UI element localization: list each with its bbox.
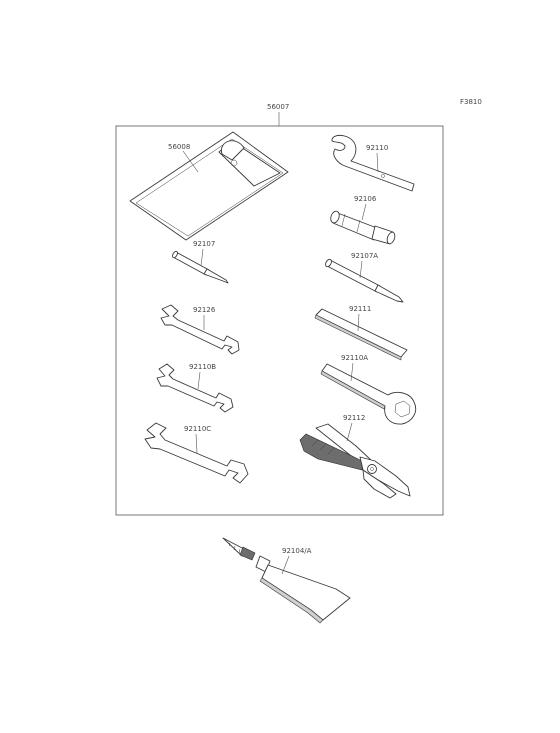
part-label-wrench-126: 92126 <box>193 306 216 314</box>
open-end-wrench-icon <box>144 422 249 484</box>
box-end-wrench-icon <box>320 363 417 425</box>
part-label-box-wrench: 92110A <box>341 354 368 362</box>
leader-pouch <box>182 150 199 173</box>
tool-pouch-icon <box>129 131 289 241</box>
tool-kit-frame <box>115 125 444 516</box>
figure-code: F3810 <box>460 98 482 106</box>
tire-repair-kit-icon <box>222 537 351 624</box>
leader-screwdriver <box>200 248 204 267</box>
pliers-icon <box>299 423 411 499</box>
leader-screwdriver-a <box>359 260 363 279</box>
part-label-screwdriver-a: 92107A <box>351 252 378 260</box>
part-label-wrench-c: 92110C <box>184 425 211 433</box>
screwdriver-bit-icon <box>325 258 404 303</box>
part-label-pliers: 92112 <box>343 414 365 422</box>
open-end-wrench-icon <box>160 304 240 355</box>
leader-box-wrench <box>350 362 354 382</box>
part-label-pouch: 56008 <box>168 143 190 151</box>
leader-wrench-c <box>195 433 198 454</box>
part-label-repair-kit: 92104/A <box>282 547 312 555</box>
open-end-wrench-icon <box>156 363 234 413</box>
leader-wrench-b <box>197 371 201 390</box>
part-label-handle-bar: 92111 <box>349 305 371 313</box>
leader-repair-kit <box>281 555 290 575</box>
part-label-screwdriver: 92107 <box>193 240 215 248</box>
leader-pin-spanner <box>376 152 379 173</box>
screwdriver-bit-icon <box>172 250 229 284</box>
part-label-socket-handle: 92106 <box>354 195 377 203</box>
socket-handle-icon <box>330 210 396 245</box>
part-label-pin-spanner: 92110 <box>366 144 388 152</box>
pin-spanner-icon <box>331 134 415 192</box>
leader-pliers <box>346 422 353 442</box>
kit-part-number: 56007 <box>267 103 289 111</box>
leader-socket-handle <box>361 203 367 221</box>
leader-handle-bar <box>357 313 360 332</box>
part-label-wrench-b: 92110B <box>189 363 216 371</box>
handle-bar-icon <box>314 308 408 361</box>
